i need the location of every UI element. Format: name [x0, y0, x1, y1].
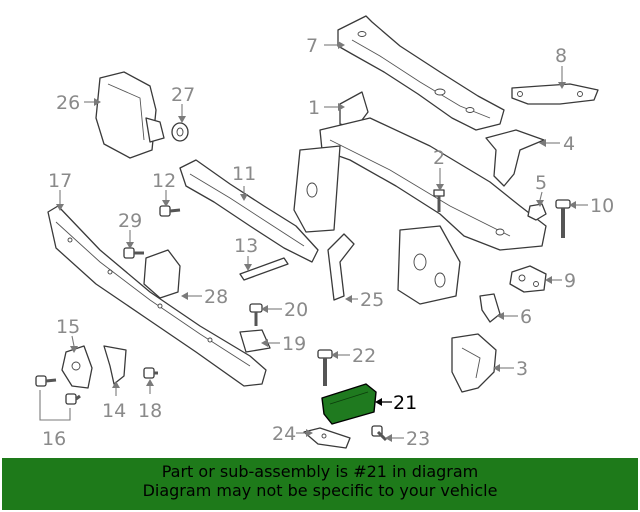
callout-24: 24: [272, 423, 296, 445]
part-bolt-29: [123, 247, 144, 259]
callout-14: 14: [102, 400, 126, 422]
callout-3: 3: [516, 358, 528, 380]
callout-7: 7: [306, 35, 318, 57]
part-bracket-25: [327, 233, 355, 301]
part-reinforcement-11: [179, 159, 319, 263]
callout-13: 13: [234, 235, 258, 257]
part-bracket-6: [479, 293, 501, 323]
callout-11: 11: [232, 163, 256, 185]
callout-25: 25: [360, 289, 384, 311]
part-bracket-4: [485, 129, 545, 187]
callout-20: 20: [284, 299, 308, 321]
part-bracket-15: [61, 345, 93, 389]
banner-line-part: Part or sub-assembly is #21 in diagram: [161, 462, 479, 481]
part-bolt-23: [371, 425, 388, 442]
callout-labels: 7 8 26 27 1 4 2 5 10 11 12 17 29 13 28 2…: [39, 35, 614, 450]
part-bracket-3: [451, 333, 497, 393]
callout-21: 21: [393, 392, 417, 414]
part-bracket-8: [511, 83, 599, 105]
part-nut-5: [527, 203, 547, 221]
callout-23: 23: [406, 428, 430, 450]
callout-4: 4: [563, 133, 575, 155]
part-bracket-19: [239, 329, 271, 353]
part-bracket-14: [103, 345, 127, 385]
highlight-info-banner: Part or sub-assembly is #21 in diagram D…: [2, 458, 638, 510]
callout-2: 2: [433, 147, 445, 169]
callout-15: 15: [56, 316, 80, 338]
part-bracket-24: [303, 427, 351, 449]
callout-29: 29: [118, 210, 142, 232]
part-21-highlighted[interactable]: [321, 383, 377, 425]
part-grommet-27: [171, 122, 189, 142]
callout-5: 5: [535, 172, 547, 194]
callout-1: 1: [308, 97, 320, 119]
callout-8: 8: [555, 45, 567, 67]
callout-18: 18: [138, 400, 162, 422]
part-radiator-support-1: [293, 91, 547, 305]
part-bolts-16: [35, 375, 81, 405]
callout-27: 27: [171, 84, 195, 106]
callout-28: 28: [204, 286, 228, 308]
part-bolt-20: [249, 303, 263, 326]
part-bracket-9: [509, 265, 547, 293]
callout-6: 6: [520, 306, 532, 328]
part-rod-13: [239, 257, 289, 281]
exploded-parts-diagram: 7 8 26 27 1 4 2 5 10 11 12 17 29 13 28 2…: [35, 15, 614, 450]
callout-26: 26: [56, 92, 80, 114]
callout-10: 10: [590, 195, 614, 217]
callout-22: 22: [352, 345, 376, 367]
part-bolt-12: [159, 205, 181, 217]
part-bolt-18: [143, 367, 158, 379]
callout-19: 19: [282, 333, 306, 355]
callout-12: 12: [152, 170, 176, 192]
part-bracket-28: [143, 249, 181, 299]
part-bolt-22: [317, 349, 333, 386]
part-bolt-2: [433, 189, 445, 212]
part-bolt-10: [555, 199, 571, 238]
callout-16: 16: [42, 428, 66, 450]
banner-line-disclaimer: Diagram may not be specific to your vehi…: [142, 481, 498, 500]
callout-17: 17: [48, 170, 72, 192]
part-bumper-beam-17: [47, 205, 267, 387]
callout-9: 9: [564, 270, 576, 292]
part-upper-tie-bar: [337, 15, 505, 131]
part-sensor-module-26: [95, 71, 165, 159]
